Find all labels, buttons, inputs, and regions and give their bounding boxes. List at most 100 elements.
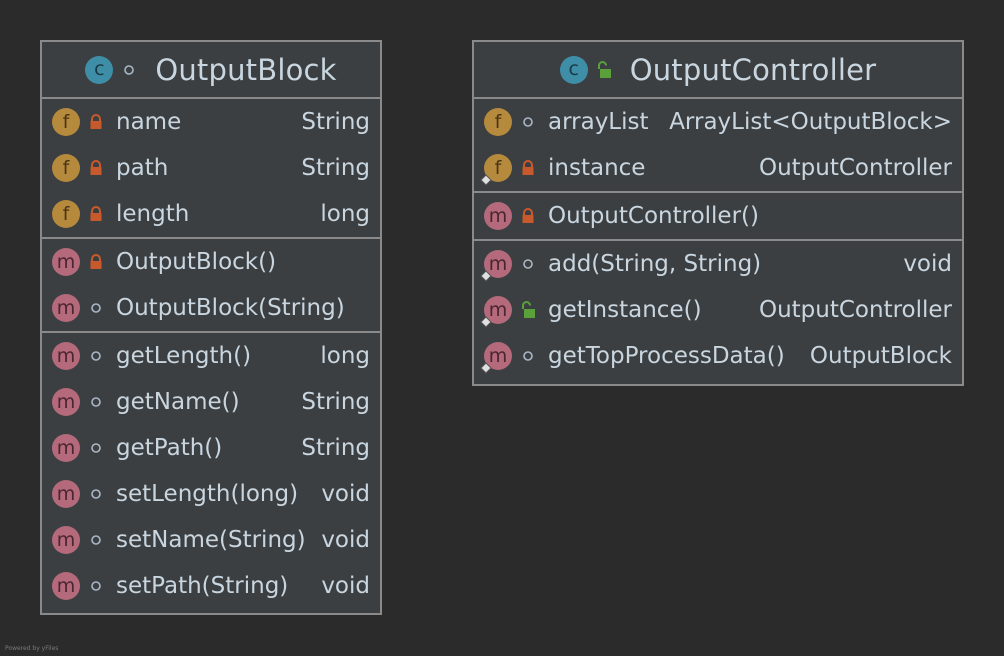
method-row[interactable]: m OutputController() <box>474 193 962 239</box>
member-type: void <box>321 527 370 553</box>
method-icon-letter: m <box>488 252 508 275</box>
circle-dot-icon <box>516 250 540 278</box>
member-name: OutputBlock() <box>116 249 277 275</box>
field-icon: f <box>480 154 512 186</box>
member-name: getPath() <box>116 435 223 461</box>
lock-closed-icon <box>84 248 108 276</box>
member-type: String <box>301 155 370 181</box>
circle-dot-icon <box>84 526 108 554</box>
class-box-outputblock[interactable]: c OutputBlock f name String f path <box>40 40 382 615</box>
method-icon: m <box>52 526 80 554</box>
member-type: String <box>301 109 370 135</box>
constructors-section: m OutputController() <box>474 193 962 241</box>
circle-dot-icon <box>84 294 108 322</box>
class-header: c OutputBlock <box>42 42 380 99</box>
lock-closed-icon <box>84 108 108 136</box>
method-icon: m <box>480 250 512 282</box>
member-type: String <box>301 435 370 461</box>
class-icon: c <box>559 55 588 84</box>
method-row[interactable]: m setLength(long) void <box>42 471 380 517</box>
class-name: OutputController <box>629 52 877 87</box>
method-row[interactable]: m add(String, String) void <box>474 241 962 287</box>
lock-open-icon <box>516 296 540 324</box>
circle-dot-icon <box>516 342 540 370</box>
class-icon: c <box>85 55 114 84</box>
static-pin-icon <box>480 174 492 186</box>
circle-dot-icon <box>516 108 540 136</box>
method-row[interactable]: m OutputBlock(String) <box>42 285 380 331</box>
method-icon: m <box>52 388 80 416</box>
member-type: ArrayList<OutputBlock> <box>669 109 952 135</box>
methods-section: m add(String, String) void m getInstance… <box>474 241 962 379</box>
method-row[interactable]: m getLength() long <box>42 333 380 379</box>
class-header: c OutputController <box>474 42 962 99</box>
method-row[interactable]: m OutputBlock() <box>42 239 380 285</box>
lock-closed-icon <box>516 154 540 182</box>
member-name: getTopProcessData() <box>548 343 785 369</box>
powered-by-note: Powered by yFiles <box>5 645 59 652</box>
member-type: void <box>321 573 370 599</box>
member-type: OutputBlock <box>809 343 952 369</box>
class-box-outputcontroller[interactable]: c OutputController f arrayList ArrayList… <box>472 40 964 386</box>
field-icon: f <box>52 154 80 182</box>
member-name: arrayList <box>548 109 649 135</box>
member-name: OutputController() <box>548 203 759 229</box>
lock-closed-icon <box>84 154 108 182</box>
field-icon-letter: f <box>494 156 502 179</box>
member-name: add(String, String) <box>548 251 762 277</box>
method-icon: m <box>52 480 80 508</box>
method-row[interactable]: m getTopProcessData() OutputBlock <box>474 333 962 379</box>
member-type: void <box>903 251 952 277</box>
member-type: long <box>320 201 370 227</box>
member-name: name <box>116 109 182 135</box>
method-icon: m <box>52 342 80 370</box>
package-visibility-icon <box>117 56 141 84</box>
method-icon: m <box>52 572 80 600</box>
circle-dot-icon <box>84 480 108 508</box>
method-row[interactable]: m getName() String <box>42 379 380 425</box>
methods-section: m getLength() long m getName() String m <box>42 333 380 609</box>
member-name: getName() <box>116 389 240 415</box>
field-icon: f <box>52 200 80 228</box>
member-name: getInstance() <box>548 297 702 323</box>
fields-section: f arrayList ArrayList<OutputBlock> f ins… <box>474 99 962 193</box>
field-row[interactable]: f path String <box>42 145 380 191</box>
circle-dot-icon <box>84 434 108 462</box>
member-type: String <box>301 389 370 415</box>
member-name: length <box>116 201 190 227</box>
member-type: OutputController <box>758 155 952 181</box>
member-name: setLength(long) <box>116 481 299 507</box>
method-icon: m <box>484 202 512 230</box>
member-name: path <box>116 155 169 181</box>
member-name: setPath(String) <box>116 573 289 599</box>
circle-dot-icon <box>84 572 108 600</box>
fields-section: f name String f path String f <box>42 99 380 239</box>
member-name: instance <box>548 155 646 181</box>
method-icon-letter: m <box>488 298 508 321</box>
field-row[interactable]: f instance OutputController <box>474 145 962 191</box>
member-type: void <box>321 481 370 507</box>
method-icon: m <box>480 296 512 328</box>
circle-dot-icon <box>84 342 108 370</box>
method-icon: m <box>52 248 80 276</box>
lock-closed-icon <box>84 200 108 228</box>
member-name: getLength() <box>116 343 252 369</box>
field-row[interactable]: f name String <box>42 99 380 145</box>
static-pin-icon <box>480 362 492 374</box>
field-icon: f <box>484 108 512 136</box>
static-pin-icon <box>480 270 492 282</box>
method-row[interactable]: m setPath(String) void <box>42 563 380 609</box>
lock-open-icon <box>592 56 616 84</box>
field-row[interactable]: f arrayList ArrayList<OutputBlock> <box>474 99 962 145</box>
field-icon: f <box>52 108 80 136</box>
member-type: long <box>320 343 370 369</box>
class-name: OutputBlock <box>155 52 337 87</box>
lock-closed-icon <box>516 202 540 230</box>
field-row[interactable]: f length long <box>42 191 380 237</box>
method-row[interactable]: m setName(String) void <box>42 517 380 563</box>
method-row[interactable]: m getInstance() OutputController <box>474 287 962 333</box>
method-row[interactable]: m getPath() String <box>42 425 380 471</box>
member-name: OutputBlock(String) <box>116 295 345 321</box>
method-icon: m <box>480 342 512 374</box>
